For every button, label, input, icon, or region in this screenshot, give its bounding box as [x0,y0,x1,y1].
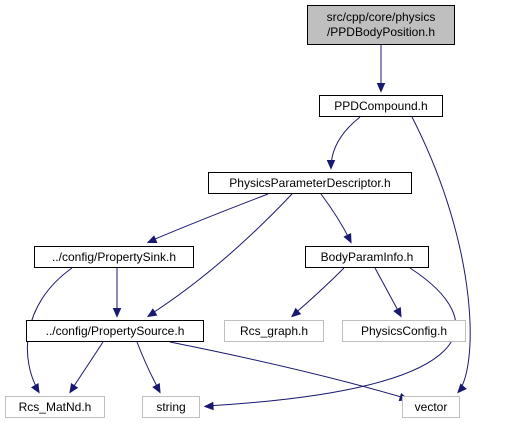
edge-line [147,193,269,243]
arrowhead-icon [291,307,302,318]
node-root-file[interactable]: src/cpp/core/physics /PPDBodyPosition.h [307,5,455,45]
edge-property_source-to-vector [169,341,410,402]
edge-line [374,267,402,317]
node-rcs-graph[interactable]: Rcs_graph.h [224,320,324,342]
edge-property_source-to-string [136,341,161,394]
arrowhead-icon [203,401,214,411]
node-rcs-matnd[interactable]: Rcs_MatNd.h [5,396,105,418]
node-physics-config[interactable]: PhysicsConfig.h [342,320,466,342]
edge-line [169,341,409,400]
edge-ppd_compound-to-vector [411,116,471,394]
edge-ppd_descriptor-to-body_param_info [320,193,352,244]
arrowhead-icon [376,83,386,93]
edge-root-to-ppd_compound [376,45,386,93]
edge-property_source-to-rcs_matnd [69,341,104,394]
arrowhead-icon [343,232,352,244]
node-vector[interactable]: vector [402,396,460,418]
edge-line [69,341,104,393]
arrowhead-icon [112,308,122,318]
arrowhead-icon [457,383,467,394]
edge-ppd_descriptor-to-property_source [146,193,293,318]
edge-line [136,341,161,393]
arrowhead-icon [326,160,336,170]
node-physics-parameter-descriptor[interactable]: PhysicsParameterDescriptor.h [208,172,412,194]
edge-line [204,267,457,407]
node-string[interactable]: string [142,396,200,418]
edge-body_param_info-to-string [203,267,457,411]
edge-line [330,116,361,169]
edge-line [291,267,345,317]
root-file-path-line1: src/cpp/core/physics [326,10,436,24]
node-property-sink[interactable]: ../config/PropertySink.h [34,246,194,268]
edge-body_param_info-to-physics_config [374,267,402,318]
arrowhead-icon [152,382,161,394]
edge-property_sink-to-property_source [112,268,122,318]
arrowhead-icon [31,383,40,394]
node-body-param-info[interactable]: BodyParamInfo.h [305,246,429,268]
arrowhead-icon [146,235,158,244]
edge-ppd_compound-to-ppd_descriptor [326,116,361,170]
root-file-path-line2: /PPDBodyPosition.h [326,25,436,39]
edge-body_param_info-to-rcs_graph [291,267,345,318]
edge-line [411,116,471,393]
arrowhead-icon [69,383,79,394]
node-ppd-compound[interactable]: PPDCompound.h [319,95,443,117]
edge-line [320,193,352,243]
arrowhead-icon [393,306,402,318]
edge-ppd_descriptor-to-property_sink [146,193,269,244]
arrowhead-icon [146,308,158,318]
edge-line [147,193,293,317]
node-property-source[interactable]: ../config/PropertySource.h [26,320,204,342]
